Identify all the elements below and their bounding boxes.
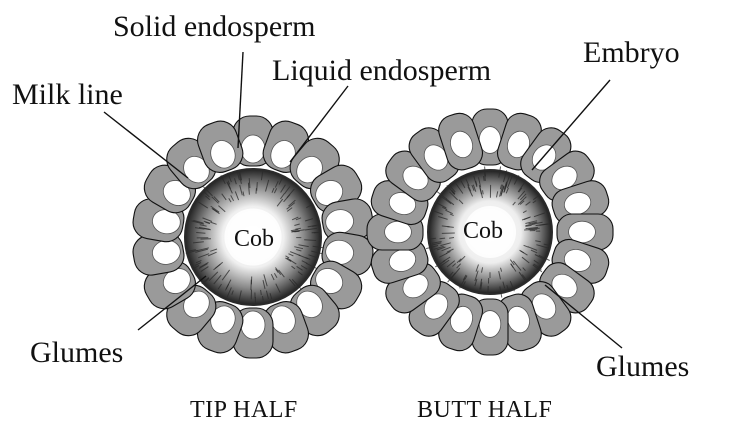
cob-texture-stroke [449,238,454,239]
label-glumes-left: Glumes [30,336,123,369]
cob-texture-stroke [294,231,299,232]
caption-butt-half: BUTT HALF [417,397,552,423]
label-embryo: Embryo [583,36,680,69]
label-glumes-right: Glumes [596,350,689,383]
cob-texture-stroke [249,178,250,188]
cob-texture-stroke [304,240,316,241]
label-cob-butt: Cob [463,218,503,244]
cob-texture-stroke [196,233,205,234]
cob-texture-stroke [263,296,264,300]
label-solid-endosperm: Solid endosperm [113,10,316,43]
caption-tip-half: TIP HALF [190,397,298,423]
cob-texture-stroke [483,190,484,194]
label-liquid-endosperm: Liquid endosperm [272,54,491,87]
cob-texture-stroke [484,176,485,181]
cob-texture-stroke [261,290,262,295]
label-cob-tip: Cob [234,226,274,252]
cob-texture-stroke [440,238,446,239]
cob-texture-stroke [314,232,321,233]
label-milk-line: Milk line [12,78,123,111]
